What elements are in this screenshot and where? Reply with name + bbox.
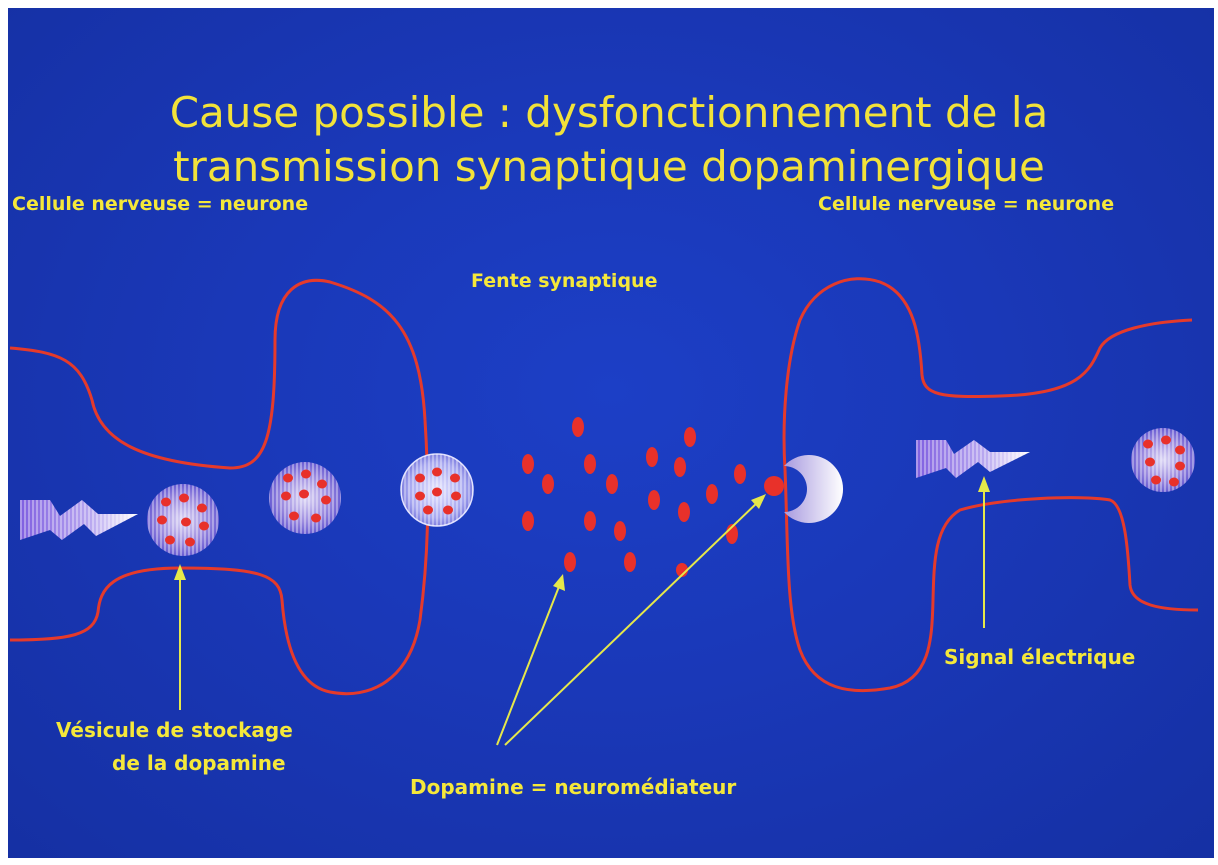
lightning-bolt-icon (20, 500, 138, 540)
signal-label: Signal électrique (944, 645, 1135, 670)
vesicle-icon (1131, 428, 1195, 492)
vesicle-label-line-2: de la dopamine (112, 751, 286, 776)
right-neuron-membrane-upper (784, 279, 1192, 470)
neuron-label-left: Cellule nerveuse = neurone (12, 193, 308, 217)
synaptic-cleft-label: Fente synaptique (471, 270, 657, 294)
dopamine-molecules (522, 417, 746, 577)
vesicle-icon (401, 454, 473, 526)
left-neuron-membrane-lower (10, 420, 428, 694)
vesicle-icon (147, 484, 219, 556)
receptor-icon (764, 455, 843, 523)
vesicle-icon (269, 462, 341, 534)
lightning-bolt-icon (916, 440, 1030, 478)
vesicle-label-line-1: Vésicule de stockage (56, 718, 293, 743)
neuron-label-right: Cellule nerveuse = neurone (818, 193, 1114, 217)
dopamine-label: Dopamine = neuromédiateur (410, 775, 736, 800)
left-neuron-membrane-upper (10, 280, 425, 468)
